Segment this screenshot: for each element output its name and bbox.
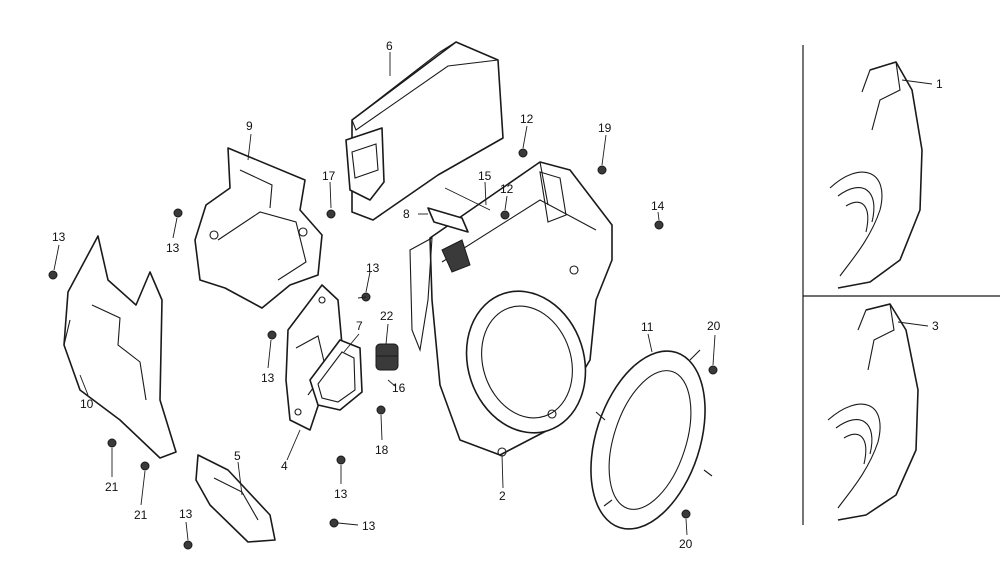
callout-13f: 13 <box>179 507 193 521</box>
callout-7: 7 <box>356 319 363 333</box>
callout-22: 22 <box>380 309 394 323</box>
part-air-guide <box>194 147 323 309</box>
callout-13b: 13 <box>166 241 180 255</box>
callout-18: 18 <box>375 443 389 457</box>
callout-13e: 13 <box>334 487 348 501</box>
part-starter-ring <box>590 349 713 530</box>
part-clip-bracket <box>427 207 469 233</box>
callouts: 1 2 3 4 5 6 7 8 9 10 11 12 12 13 13 13 1… <box>52 39 943 551</box>
callout-13d: 13 <box>261 371 275 385</box>
inset-upper <box>829 61 923 289</box>
inset-lower <box>827 303 919 521</box>
callout-10: 10 <box>80 397 94 411</box>
part-top-cover <box>345 41 504 221</box>
callout-12b: 12 <box>500 182 514 196</box>
callout-5: 5 <box>234 449 241 463</box>
part-grommet <box>375 343 399 371</box>
part-lower-bracket <box>195 454 276 543</box>
callout-6: 6 <box>386 39 393 53</box>
callout-12a: 12 <box>520 112 534 126</box>
leader-lines <box>53 52 933 541</box>
callout-2: 2 <box>499 489 506 503</box>
callout-8: 8 <box>403 207 410 221</box>
callout-16: 16 <box>392 381 406 395</box>
part-side-cover <box>63 235 177 459</box>
callout-19: 19 <box>598 121 612 135</box>
callout-9: 9 <box>246 119 253 133</box>
callout-13a: 13 <box>52 230 66 244</box>
fasteners <box>48 148 718 550</box>
callout-1: 1 <box>936 77 943 91</box>
part-cover-plate <box>309 339 363 411</box>
callout-20b: 20 <box>679 537 693 551</box>
callout-17: 17 <box>322 169 336 183</box>
callout-14: 14 <box>651 199 665 213</box>
callout-11: 11 <box>641 320 654 334</box>
callout-4: 4 <box>281 459 288 473</box>
callout-3: 3 <box>932 319 939 333</box>
callout-13g: 13 <box>362 519 376 533</box>
callout-13c: 13 <box>366 261 380 275</box>
callout-21a: 21 <box>105 480 119 494</box>
callout-20a: 20 <box>707 319 721 333</box>
part-fan-housing <box>409 161 613 457</box>
callout-15: 15 <box>478 169 492 183</box>
callout-21b: 21 <box>134 508 148 522</box>
